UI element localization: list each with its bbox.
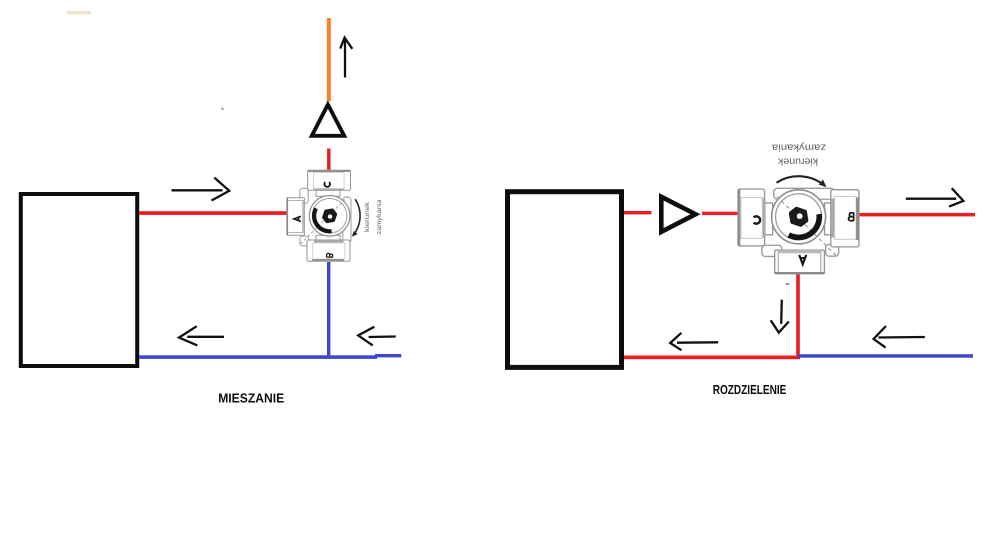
svg-text:ROZDZIELENIE: ROZDZIELENIE [713,382,787,397]
svg-text:MIESZANIE: MIESZANIE [218,391,284,406]
svg-text:kierunek: kierunek [364,201,371,232]
svg-text:kierunek: kierunek [777,155,818,166]
svg-text:zamykania: zamykania [772,141,826,152]
svg-text:zamykania: zamykania [376,199,383,234]
